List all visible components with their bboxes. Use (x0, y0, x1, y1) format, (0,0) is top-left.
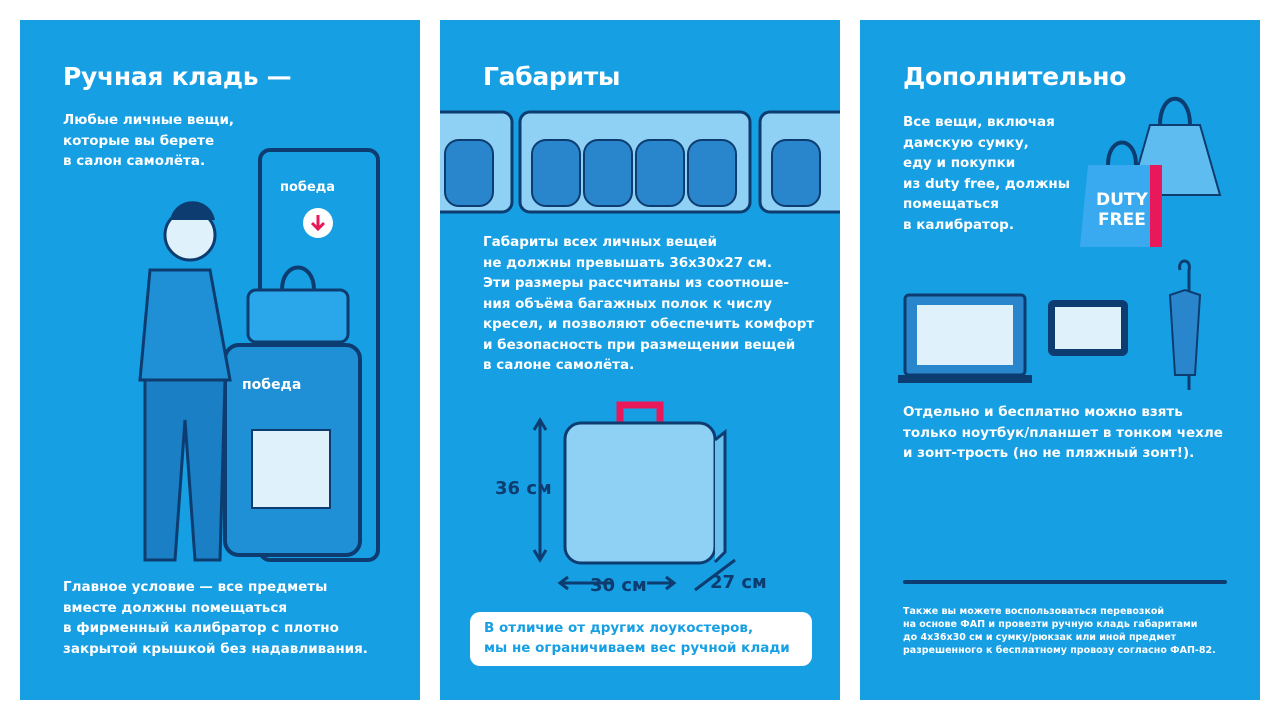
weight-note: В отличие от других лоукостеров, мы не о… (470, 612, 812, 666)
divider (903, 580, 1227, 584)
panel-additional: Дополнительно Все вещи, включая дамскую … (860, 20, 1260, 700)
panel-title: Ручная кладь — (63, 62, 292, 91)
brand-logo: победа (280, 180, 336, 195)
bags-illustration (898, 96, 1222, 390)
dimensions-text: Габариты всех личных вещей не должны пре… (483, 234, 815, 373)
width-label: 30 см (590, 575, 647, 596)
height-label: 36 см (495, 478, 552, 499)
duty-free-label: DUTY FREE (1096, 190, 1148, 230)
panel-hand-luggage: Ручная кладь — Любые личные вещи, которы… (20, 20, 420, 700)
depth-label: 27 см (710, 572, 767, 593)
footnote-text: Также вы можете воспользоваться перевозк… (903, 606, 1216, 656)
intro-text: Все вещи, включая дамскую сумку, еду и п… (903, 114, 1070, 233)
separately-text: Отдельно и бесплатно можно взять только … (903, 404, 1223, 461)
calibrator-illustration (138, 148, 380, 562)
condition-text: Главное условие — все предметы вместе до… (63, 579, 368, 657)
intro-text: Любые личные вещи, которые вы берете в с… (63, 112, 235, 169)
brand-logo: победа (242, 377, 302, 393)
overhead-bins-illustration (440, 110, 840, 214)
panel-dimensions: Габариты Габариты всех личных вещей не д… (440, 20, 840, 700)
panel-title: Габариты (483, 62, 621, 91)
suitcase-illustration (532, 401, 736, 592)
panel-title: Дополнительно (903, 62, 1127, 91)
